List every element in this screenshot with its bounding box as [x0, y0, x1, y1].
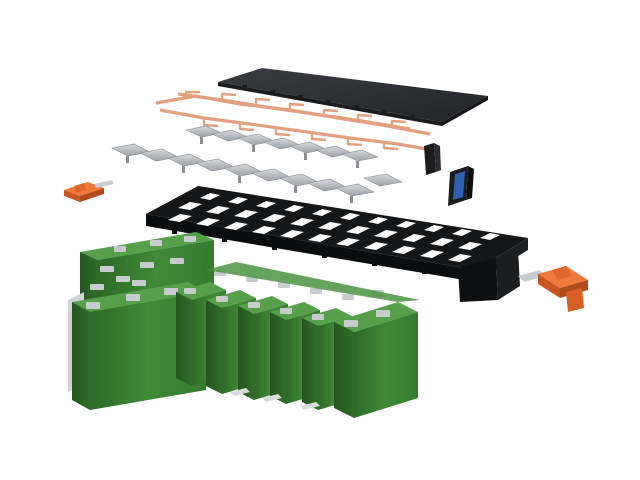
busbar-end-connector	[424, 143, 441, 175]
cell-base-feet	[230, 388, 320, 410]
top-cover-plate	[218, 68, 488, 126]
prismatic-cell-stack	[68, 232, 420, 418]
orange-terminal-connector-right	[518, 266, 588, 312]
nickel-strip-tabs	[126, 137, 359, 203]
cell-left-mid-stack	[90, 258, 184, 290]
orange-terminal-connector-left	[64, 180, 114, 202]
nickel-connector-strips	[111, 125, 403, 197]
cell-holder-bracket	[146, 186, 528, 302]
flexible-circuit-busbar	[155, 90, 433, 152]
cell-right-group	[176, 262, 420, 418]
blue-signal-connector	[448, 166, 474, 206]
bracket-window-grid	[168, 193, 500, 262]
